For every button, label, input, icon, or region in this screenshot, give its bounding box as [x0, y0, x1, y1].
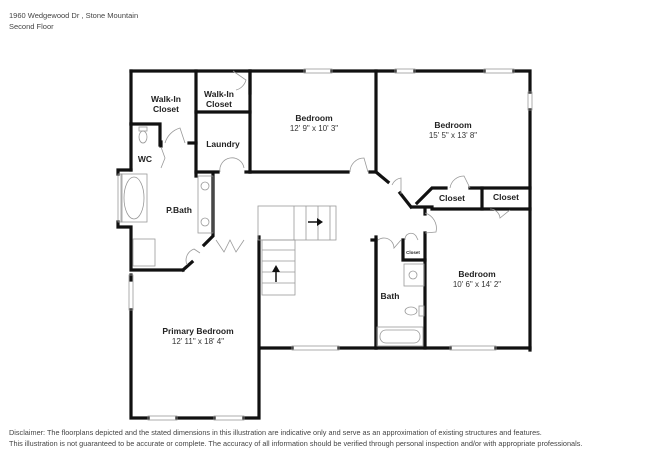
walk-in-closet-1-label: Walk-In — [151, 94, 181, 104]
laundry-label: Laundry — [206, 139, 240, 149]
floor-label: Second Floor — [9, 22, 54, 31]
primary-bedroom-dims: 12' 11" x 18' 4" — [172, 337, 224, 346]
disclaimer-line-1: Disclaimer: The floorplans depicted and … — [9, 428, 542, 437]
bedroom-1-dims: 12' 9" x 10' 3" — [290, 124, 338, 133]
bedroom-2-dims: 15' 5" x 13' 8" — [429, 131, 477, 140]
stair-arrows — [272, 218, 323, 282]
fixtures — [117, 68, 533, 421]
p-bath-label: P.Bath — [166, 205, 192, 215]
disclaimer-line-2: This illustration is not guaranteed to b… — [9, 439, 583, 448]
primary-bedroom-label: Primary Bedroom — [162, 326, 234, 336]
closet-2-label: Closet — [493, 192, 519, 202]
walk-in-closet-2-label: Walk-In — [204, 89, 234, 99]
closet-1-label: Closet — [439, 193, 465, 203]
bedroom-3-label: Bedroom — [458, 269, 496, 279]
wc-label: WC — [138, 154, 152, 164]
bedroom-1-label: Bedroom — [295, 113, 333, 123]
bedroom-2-label: Bedroom — [434, 120, 472, 130]
walk-in-closet-1-label-2: Closet — [153, 104, 179, 114]
closet-small-label: Closet — [406, 250, 420, 255]
walk-in-closet-2-label-2: Closet — [206, 99, 232, 109]
property-address: 1960 Wedgewood Dr , Stone Mountain — [9, 11, 139, 20]
bath-label: Bath — [381, 291, 400, 301]
bedroom-3-dims: 10' 6" x 14' 2" — [453, 280, 501, 289]
